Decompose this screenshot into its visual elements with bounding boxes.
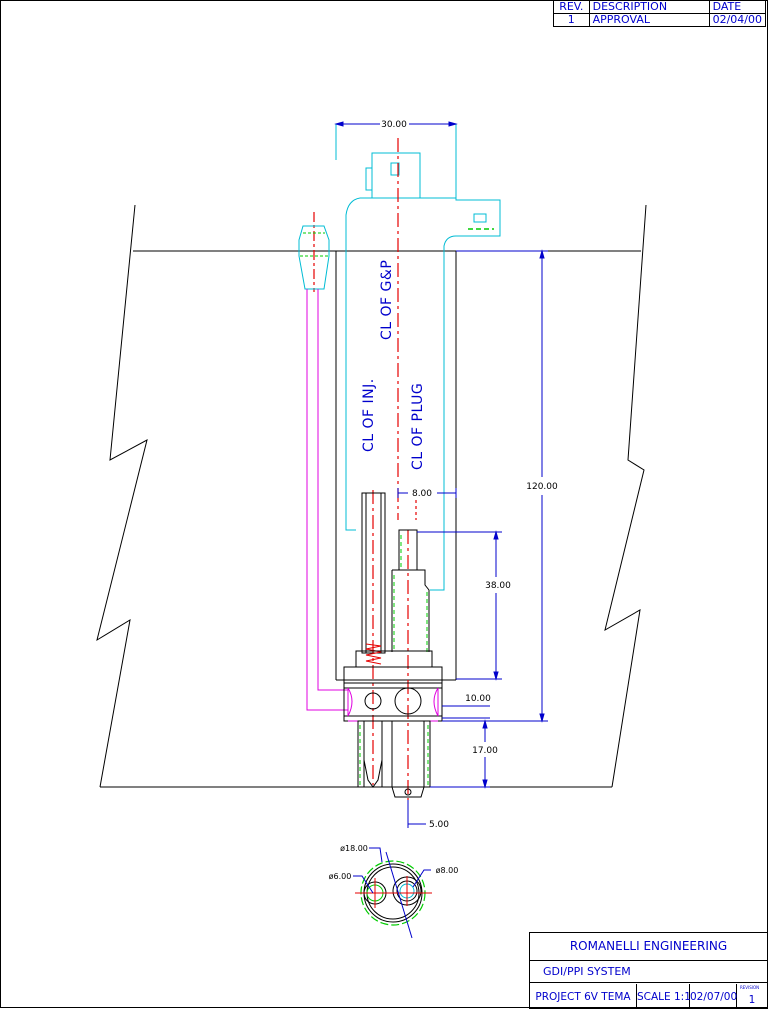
description-header: DESCRIPTION [588, 0, 710, 14]
gp-outline [335, 124, 501, 591]
cable-connector [298, 225, 330, 290]
dim-dia-outer-label: ø18.00 [340, 844, 368, 853]
tip-section [357, 720, 431, 798]
revision-label: REVISION [740, 985, 760, 990]
description-value: APPROVAL [588, 13, 710, 27]
dim-plug-length [417, 530, 502, 681]
centerlines [313, 138, 417, 800]
dim-tip-offset [407, 800, 426, 828]
flange [343, 650, 443, 722]
company-name: ROMANELLI ENGINEERING [530, 933, 767, 961]
title-block-bottom: PROJECT 6V TEMA SCALE 1:1 02/07/00 REVIS… [530, 984, 767, 1008]
project-code: PROJECT 6V TEMA [530, 984, 637, 1008]
date-header: DATE [708, 0, 767, 14]
cable-path [306, 289, 348, 711]
revision-table: REV. DESCRIPTION DATE 1 APPROVAL 02/04/0… [553, 0, 767, 27]
dim-height-total [442, 249, 548, 723]
project-name: GDI/PPI SYSTEM [530, 961, 767, 983]
dim-width-top [334, 121, 458, 127]
plug-inner [393, 535, 428, 652]
dim-offset [397, 488, 457, 498]
drawing-date: 02/07/00 [690, 984, 737, 1008]
scale: SCALE 1:1 [637, 984, 691, 1008]
label-cl-injector: CL OF INJ. [361, 378, 377, 452]
dim-seat [442, 705, 490, 719]
dim-tip-offset-label: 5.00 [429, 820, 449, 830]
tip-green [359, 725, 429, 785]
dim-offset-label: 8.00 [412, 489, 432, 499]
label-cl-gp: CL OF G&P [379, 260, 395, 340]
revision-row: 1 APPROVAL 02/04/00 [553, 13, 767, 27]
dim-dia-plug-label: ø8.00 [436, 866, 459, 875]
plug-body [391, 529, 430, 652]
dim-width-top-label: 30.00 [381, 120, 407, 130]
rev-header: REV. [553, 0, 590, 14]
title-block: ROMANELLI ENGINEERING GDI/PPI SYSTEM PRO… [529, 932, 768, 1009]
injector-spring [365, 643, 382, 665]
dim-height-total-label: 120.00 [526, 482, 558, 492]
revision-table-header: REV. DESCRIPTION DATE [553, 0, 767, 14]
dim-seat-label: 10.00 [465, 694, 491, 704]
head-outline [96, 204, 647, 788]
revision-number: 1 [748, 994, 756, 1006]
rev-value: 1 [553, 13, 590, 27]
body-block [335, 251, 457, 681]
date-value: 02/04/00 [708, 13, 767, 27]
dim-tip-label: 17.00 [472, 746, 498, 756]
section-view [353, 847, 432, 939]
dim-tip [430, 719, 490, 789]
dim-plug-length-label: 38.00 [485, 581, 511, 591]
dim-dia-inj-label: ø6.00 [329, 872, 352, 881]
label-cl-plug: CL OF PLUG [410, 383, 426, 470]
